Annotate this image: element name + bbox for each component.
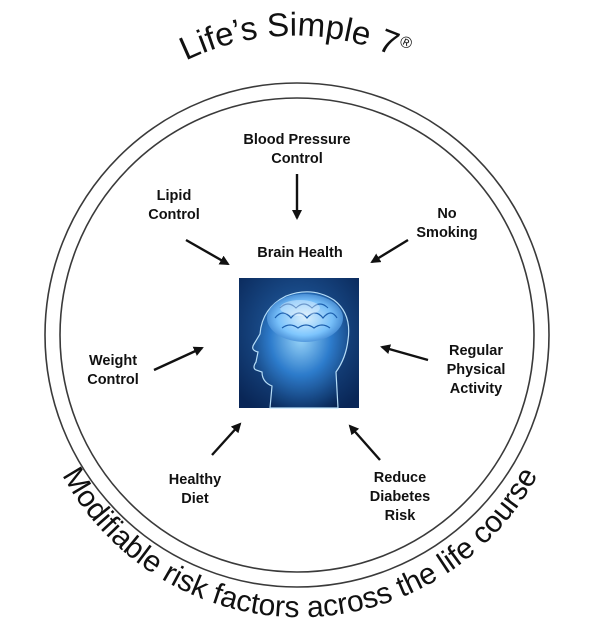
arrow-weight <box>153 346 204 372</box>
factor-weight: Weight Control <box>87 353 139 388</box>
brain-health-label: Brain Health <box>257 245 343 261</box>
factor-activity: Regular Physical Activity <box>446 343 506 397</box>
outer-ring <box>44 82 550 588</box>
title-text: Life’s Simple 7 <box>174 5 405 67</box>
arrow-diabetes <box>348 424 381 461</box>
factor-diabetes: Reduce Diabetes Risk <box>369 470 431 524</box>
arrow-diet <box>211 422 242 456</box>
diagram-title: Life’s Simple 7® <box>174 5 415 67</box>
factor-diet: Healthy Diet <box>168 472 222 507</box>
arrow-smoking <box>370 238 409 264</box>
factor-lipid: Lipid Control <box>148 188 200 223</box>
arrow-lipid <box>185 238 230 266</box>
inner-ring <box>59 97 535 573</box>
arrow-activity <box>380 344 429 362</box>
brain-head-image <box>239 278 359 409</box>
arrows <box>153 174 429 461</box>
factor-blood-pressure: Blood Pressure Control <box>243 132 351 167</box>
factor-smoking: No Smoking <box>416 206 478 241</box>
bottom-caption: Modifiable risk factors across the life … <box>56 462 544 625</box>
